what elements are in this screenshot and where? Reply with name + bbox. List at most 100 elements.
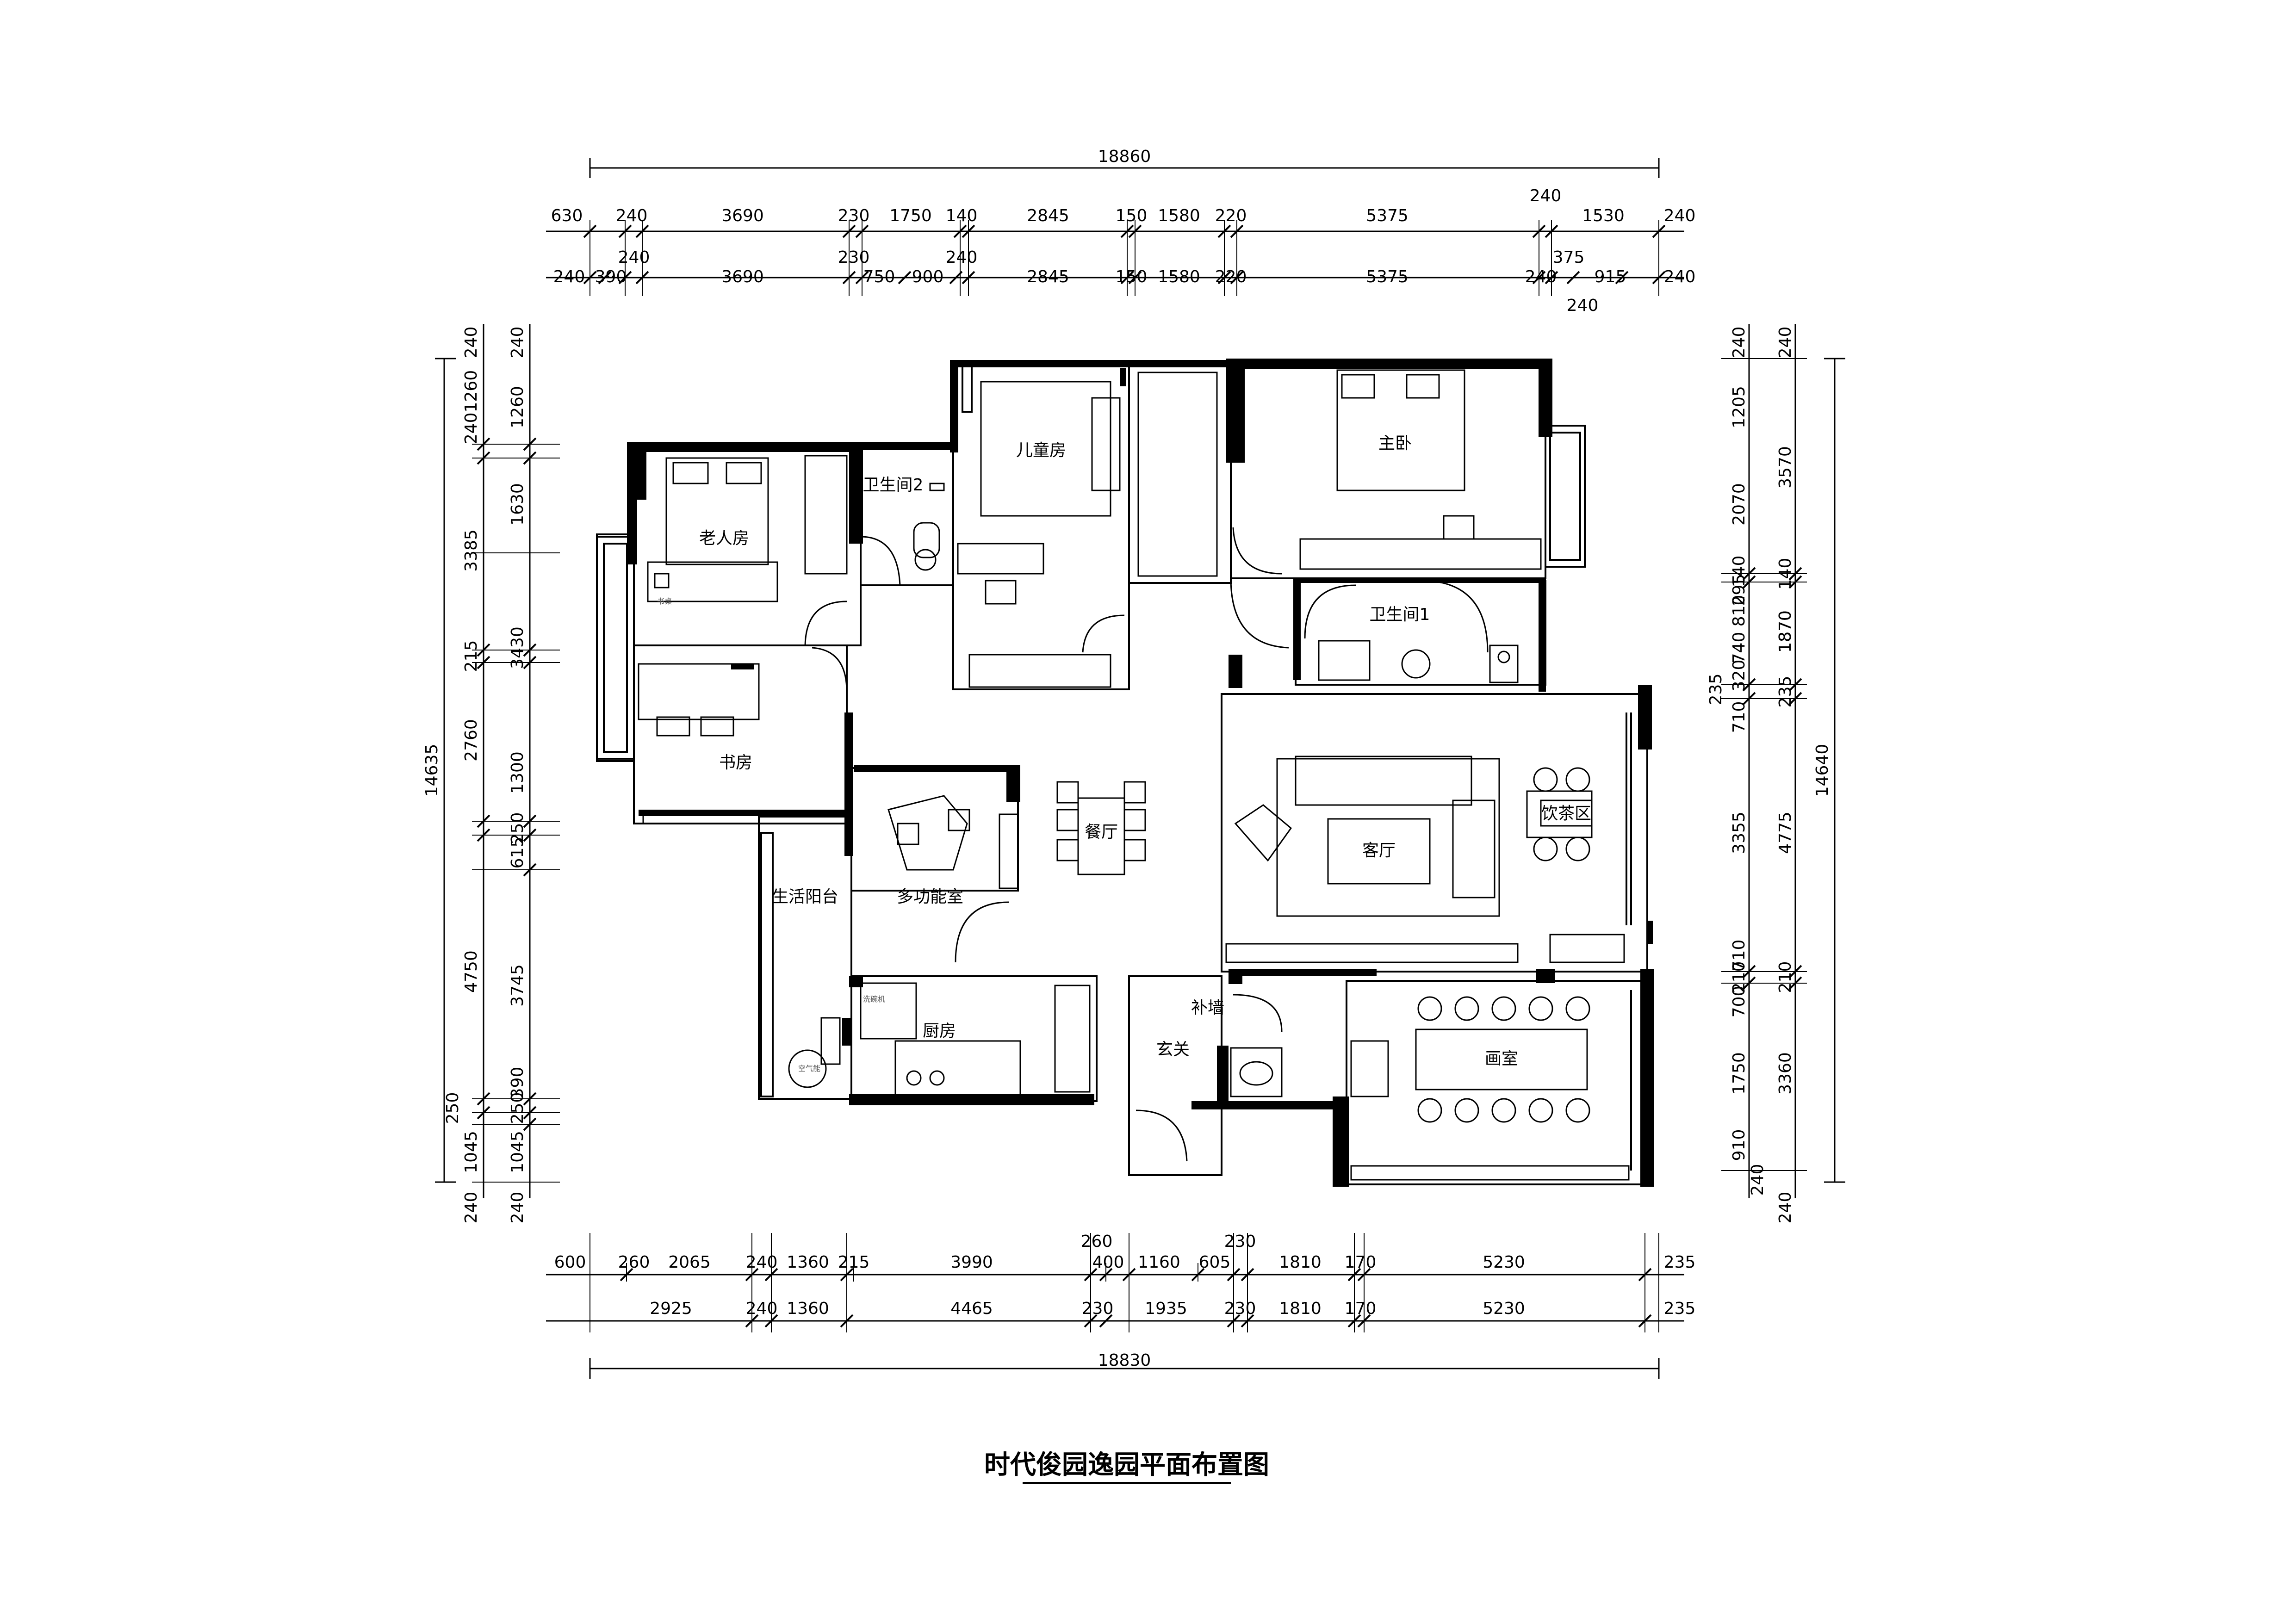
dim: 1260: [508, 386, 527, 428]
dim: 240: [616, 206, 648, 225]
dim: 3355: [1730, 812, 1749, 854]
room-label-kitchen: 厨房: [923, 1022, 956, 1041]
bottom-total-dim: 18830: [1098, 1351, 1151, 1370]
dim: 150: [1116, 206, 1148, 225]
bottom-dimension-labels: 600 260 2065 240 1360 215 3990 260 400 1…: [554, 1232, 1696, 1370]
right-dimension-labels: 240 1205 2070 140 295 810 740 1870 320 2…: [1706, 327, 1832, 1224]
dim: 235: [1664, 1253, 1696, 1272]
room-label-master: 主卧: [1378, 434, 1412, 453]
dim: 235: [1664, 1299, 1696, 1318]
dim: 900: [912, 267, 944, 286]
desk-label: 书桌: [657, 597, 672, 606]
dim: 2065: [668, 1253, 711, 1272]
dim: 5375: [1366, 206, 1409, 225]
dim: 1750: [889, 206, 932, 225]
door-swings: [804, 527, 1489, 1162]
tea-area-box: [1540, 799, 1593, 827]
dim: 220: [1215, 267, 1247, 286]
page-title: 时代俊园逸园平面布置图: [984, 1450, 1269, 1480]
dim: 140: [1776, 558, 1795, 590]
dim: 2845: [1027, 267, 1069, 286]
dim: 2070: [1730, 483, 1749, 526]
dim: 1870: [1776, 610, 1795, 653]
dim: 740: [1730, 632, 1749, 664]
dim: 1045: [462, 1131, 481, 1173]
dim: 2401260: [462, 370, 481, 444]
top-total-dim: 18860: [1098, 147, 1151, 166]
dim: 230: [1082, 1299, 1114, 1318]
top-dimension-labels: 18860 630 240 3690 230 1750 140 2845 150…: [551, 147, 1696, 315]
room-labels: 老人房 卫生间2 儿童房 主卧 卫生间1 书房 餐厅 客厅 饮茶区 生活阳台 多…: [657, 434, 1593, 1073]
left-dimension-labels: 240 2401260 1630 3385 215 3430 2760 1300…: [422, 327, 527, 1224]
dim: 150: [1116, 267, 1148, 286]
dim: 320: [1730, 660, 1749, 692]
dim: 240: [746, 1299, 778, 1318]
dim: 170: [1345, 1253, 1377, 1272]
dim: 1580: [1158, 206, 1200, 225]
dim: 295: [1730, 574, 1749, 606]
dim: 240: [508, 327, 527, 359]
dim: 600: [554, 1253, 586, 1272]
dim: 230: [838, 206, 870, 225]
dim: 230: [1224, 1299, 1256, 1318]
dim: 4465: [950, 1299, 993, 1318]
dim: 240: [1664, 206, 1696, 225]
dim: 4750: [462, 950, 481, 993]
dim: 3990: [950, 1253, 993, 1272]
dim: 5230: [1483, 1299, 1525, 1318]
dim: 750: [863, 267, 895, 286]
room-label-kids: 儿童房: [1016, 441, 1066, 460]
dim: 140: [946, 206, 978, 225]
room-label-studio: 画室: [1485, 1049, 1518, 1068]
dim: 630: [551, 206, 583, 225]
dim: 240: [1530, 186, 1562, 205]
room-label-wall-fill: 补墙: [1191, 998, 1224, 1017]
dim: 1205: [1730, 386, 1749, 428]
room-label-balcony: 生活阳台: [772, 887, 838, 906]
master-bed: [1336, 369, 1465, 491]
room-label-dining: 餐厅: [1085, 823, 1118, 842]
drawing-title: 时代俊园逸园平面布置图: [984, 1450, 1269, 1484]
dim: 3430: [508, 626, 527, 669]
dim: 240: [746, 1253, 778, 1272]
dim: 915: [1595, 267, 1626, 286]
right-total-dim: 14640: [1813, 744, 1832, 797]
dim: 170: [1345, 1299, 1377, 1318]
room-label-elder: 老人房: [699, 529, 749, 548]
dim: 235: [1776, 676, 1795, 708]
inner-walls: [596, 365, 1648, 1185]
dim: 3690: [721, 206, 764, 225]
furniture: [638, 369, 1630, 1181]
left-total-dim: 14635: [422, 744, 441, 797]
dim: 1360: [787, 1253, 829, 1272]
dim: 5375: [1366, 267, 1409, 286]
left-dimensions: [435, 324, 560, 1198]
room-label-bath1: 卫生间1: [1370, 605, 1430, 624]
dim: 1935: [1145, 1299, 1187, 1318]
dim: 215: [462, 640, 481, 672]
dim: 2760: [462, 719, 481, 762]
dim: 240: [946, 248, 978, 267]
dim: 615: [508, 837, 527, 869]
dim: 140: [1730, 556, 1749, 588]
dishwasher-label: 洗碗机: [863, 995, 885, 1004]
elder-bed: [665, 457, 769, 565]
dim: 240: [1748, 1164, 1767, 1196]
dim: 260: [1081, 1232, 1113, 1251]
dim: 5230: [1483, 1253, 1525, 1272]
dim: 215: [838, 1253, 870, 1272]
dim: 710: [1730, 701, 1749, 733]
dim: 810: [1730, 595, 1749, 627]
dim: 250: [508, 1092, 527, 1124]
dim: 240: [1567, 296, 1599, 315]
dim: 240: [1776, 1192, 1795, 1224]
dim: 390: [508, 1067, 527, 1099]
dim: 240: [1525, 267, 1557, 286]
wardrobe: [1137, 372, 1218, 577]
dim: 1870: [1776, 610, 1795, 653]
dim: 240: [462, 327, 481, 359]
dim: 230: [838, 248, 870, 267]
right-dimensions: [1721, 324, 1845, 1198]
kids-bed: [980, 381, 1111, 517]
dim: 240: [508, 1192, 527, 1224]
